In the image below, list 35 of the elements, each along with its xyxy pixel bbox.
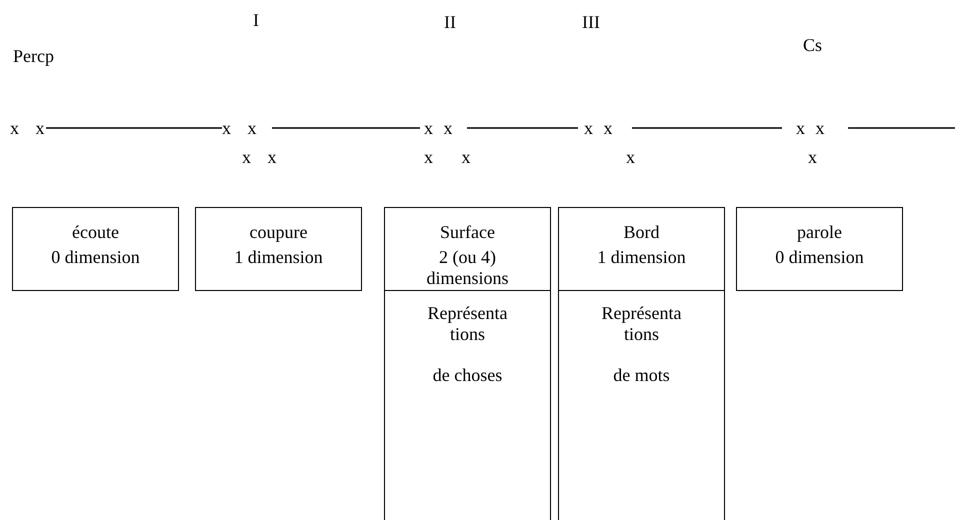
box-text: de mots: [612, 365, 671, 386]
text-box: [558, 207, 725, 291]
box-text: 1 dimension: [234, 247, 324, 268]
roman-numeral: II: [444, 12, 456, 32]
box-heading: parole: [796, 222, 843, 243]
box-heading: écoute: [71, 222, 120, 243]
box-heading: Surface: [439, 222, 496, 243]
text-box: [384, 290, 551, 520]
roman-numeral: I: [253, 10, 259, 30]
box-text: 0 dimension: [774, 247, 864, 268]
text-box: [195, 207, 362, 291]
x-marks: x x: [424, 147, 470, 167]
x-marks: x x: [10, 118, 44, 138]
box-text: 1 dimension: [596, 247, 686, 268]
x-marks: x x: [796, 118, 824, 138]
roman-numeral: III: [582, 12, 600, 32]
x-marks: x x: [242, 147, 276, 167]
box-heading: Représenta tions: [426, 303, 508, 345]
box-text: de choses: [432, 365, 504, 386]
heading: Cs: [803, 35, 822, 55]
text-box: [558, 290, 725, 520]
x-marks: x: [626, 147, 635, 167]
box-text: 2 (ou 4) dimensions: [425, 247, 510, 289]
text-box: [384, 207, 551, 291]
text-box: [12, 207, 179, 291]
box-heading: coupure: [248, 222, 308, 243]
text-box: [736, 207, 903, 291]
box-text: 0 dimension: [50, 247, 140, 268]
x-marks: x x: [584, 118, 612, 138]
box-heading: Représenta tions: [600, 303, 682, 345]
x-marks: x x: [424, 118, 452, 138]
x-marks: x: [808, 147, 817, 167]
x-marks: x x: [222, 118, 256, 138]
box-heading: Bord: [622, 222, 660, 243]
heading: Percp: [13, 46, 54, 66]
